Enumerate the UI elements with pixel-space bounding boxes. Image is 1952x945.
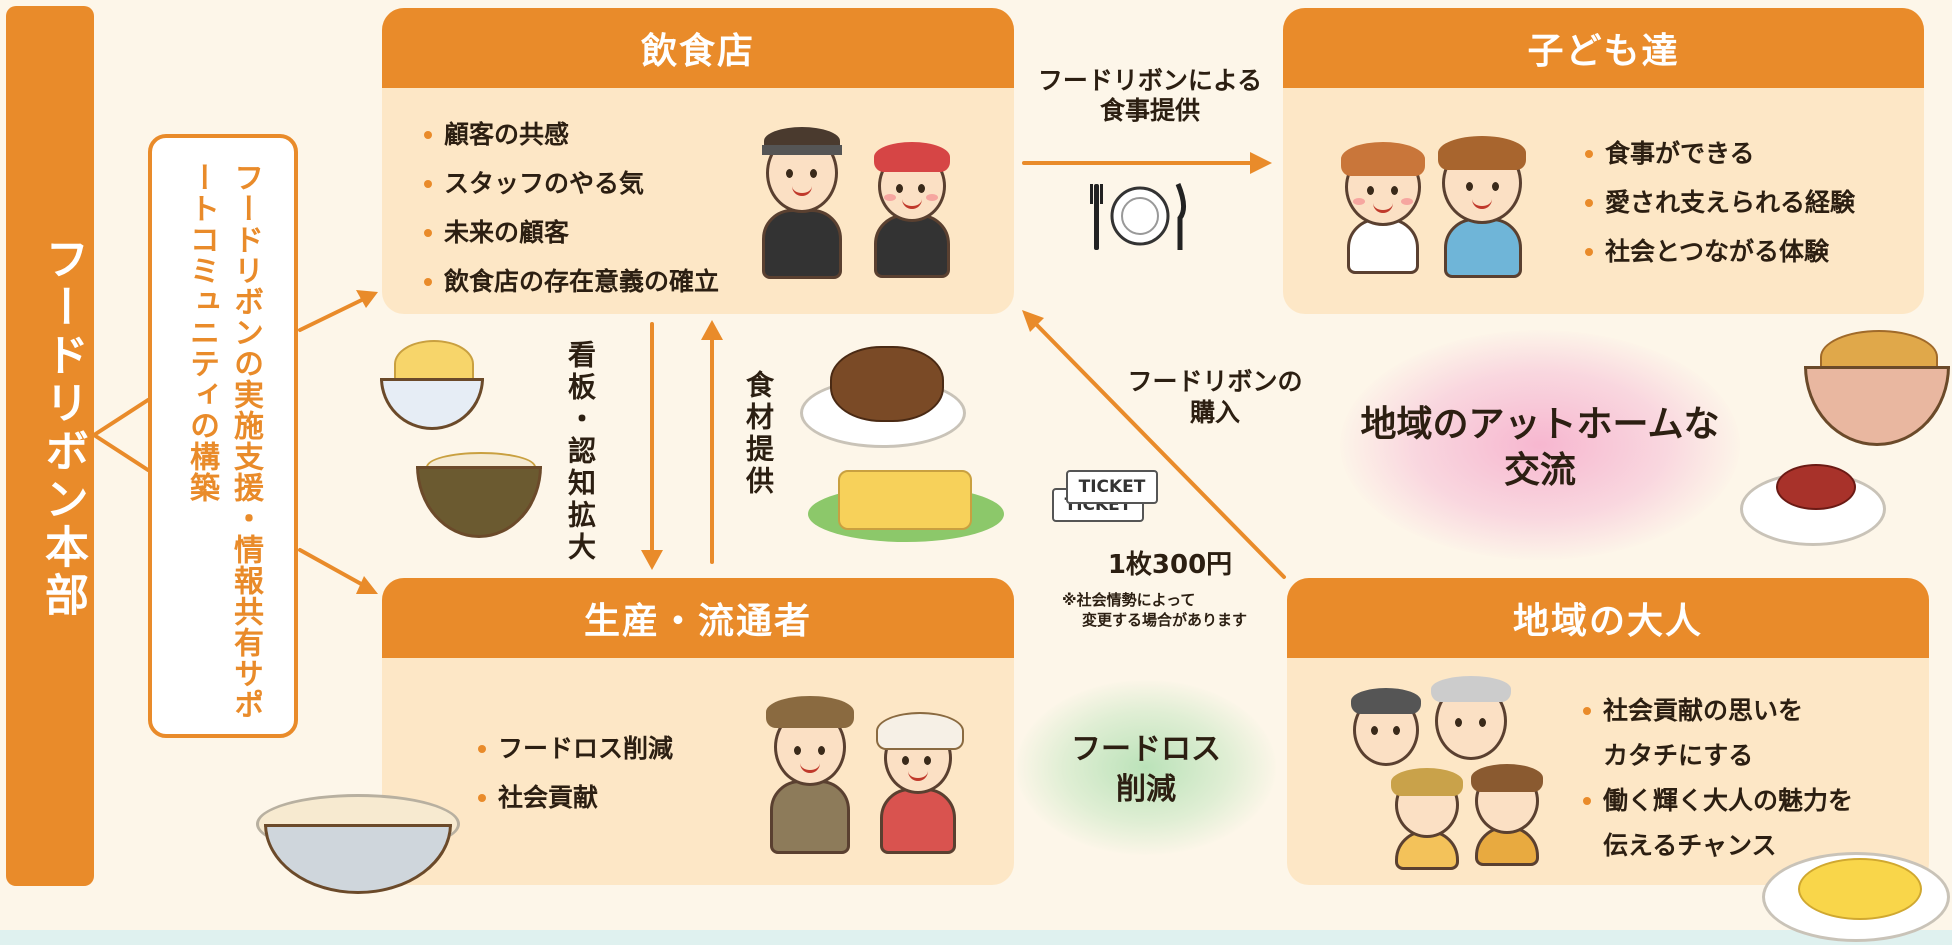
meal-provision-label-line1: フードリボンによる <box>1037 66 1263 95</box>
support-to-producers-arrow <box>298 548 374 592</box>
adults-list: 社会貢献の思いを カタチにする 働く輝く大人の魅力を 伝えるチャンス <box>1583 688 1853 868</box>
ticket-note-line1: ※社会情勢によって <box>1062 591 1196 609</box>
rice-bowl-illustration <box>380 340 484 432</box>
support-community-label: フードリボンの実施支援・情報共有サポートコミュニティの構築 <box>184 162 263 720</box>
children-list: 食事ができる 愛され支えられる経験 社会とつながる体験 <box>1585 129 1855 276</box>
arrowhead-signboard <box>641 550 663 570</box>
restaurant-staff-man-illustration <box>752 123 852 283</box>
list-item: 伝えるチャンス <box>1603 831 1777 860</box>
ticket-note: ※社会情勢によって 変更する場合があります <box>1062 590 1278 630</box>
ingredients-label: 食材提供 <box>742 370 775 498</box>
meal-provision-label: フードリボンによる 食事提供 <box>1020 66 1280 126</box>
adult-woman-2-illustration <box>1467 764 1547 874</box>
producers-list: フードロス削減 社会貢献 <box>478 724 673 822</box>
producers-panel: 生産・流通者 フードロス削減 社会貢献 <box>382 578 1014 885</box>
tamagoyaki-illustration <box>808 460 1004 544</box>
nikujaga-bowl-illustration <box>1804 330 1950 448</box>
noodle-bowl-illustration <box>416 440 542 540</box>
children-panel: 子ども達 食事ができる 愛され支えられる経験 社会とつながる体験 <box>1283 8 1924 314</box>
community-exchange-line1: 地域のアットホームな <box>1360 404 1720 445</box>
children-title: 子ども達 <box>1283 8 1924 88</box>
headquarters-bar: フードリボン本部 <box>6 6 94 886</box>
purchase-label: フードリボンの 購入 <box>1100 366 1330 428</box>
adult-woman-illustration <box>1387 768 1467 878</box>
cutlery-icon <box>1090 183 1186 250</box>
support-to-restaurant-arrow <box>298 293 374 332</box>
ticket-text: TICKET <box>1078 477 1146 497</box>
arrowhead-producers <box>356 576 378 594</box>
headquarters-label: フードリボン本部 <box>37 236 88 620</box>
spaghetti-plate-illustration <box>1740 452 1886 548</box>
list-item: 顧客の共感 <box>424 110 719 159</box>
list-item: 社会貢献の思いを <box>1583 688 1853 733</box>
list-item: 飲食店の存在意義の確立 <box>424 257 719 306</box>
food-loss-line1: フードロス <box>1071 732 1221 767</box>
adult-elder-illustration <box>1427 674 1517 784</box>
bottom-band <box>0 930 1952 945</box>
karaage-plate-illustration <box>800 340 966 450</box>
arrowhead-restaurant <box>356 290 378 308</box>
adult-man-glasses-illustration <box>1347 688 1427 788</box>
arrowhead-ingredients <box>701 320 723 340</box>
ticket-icon: TICKET <box>1066 470 1158 504</box>
arrowhead-meal <box>1250 152 1272 174</box>
producers-title: 生産・流通者 <box>382 578 1014 658</box>
hq-branch-line <box>92 398 150 472</box>
list-item: 社会とつながる体験 <box>1585 227 1855 276</box>
omurice-plate-illustration <box>1762 836 1950 942</box>
stew-dish-illustration <box>256 784 460 898</box>
food-loss-glow <box>1016 680 1276 855</box>
restaurant-staff-woman-illustration <box>862 138 962 288</box>
arrowhead-purchase <box>1022 310 1044 332</box>
list-item: スタッフのやる気 <box>424 159 719 208</box>
list-item: 未来の顧客 <box>424 208 719 257</box>
ticket-price: 1枚300円 <box>1107 550 1233 580</box>
food-loss-label: フードロス 削減 <box>1036 730 1256 810</box>
community-exchange-glow <box>1340 330 1740 560</box>
list-item: 愛され支えられる経験 <box>1585 178 1855 227</box>
purchase-label-line1: フードリボンの <box>1127 367 1303 396</box>
farmer-woman-illustration <box>868 708 968 858</box>
list-item: 社会貢献 <box>478 773 673 822</box>
list-item: カタチにする <box>1603 741 1754 770</box>
support-community-box: フードリボンの実施支援・情報共有サポートコミュニティの構築 <box>148 134 298 738</box>
adults-title: 地域の大人 <box>1287 578 1929 658</box>
purchase-arrow <box>1028 316 1286 579</box>
food-loss-line2: 削減 <box>1116 772 1176 807</box>
community-exchange-line2: 交流 <box>1503 450 1576 491</box>
ticket-note-line2: 変更する場合があります <box>1082 611 1248 629</box>
child-boy-illustration <box>1428 132 1538 282</box>
adults-panel: 地域の大人 社会貢献の思いを カタチにする 働く輝く大人の魅力を 伝えるチャンス <box>1287 578 1929 885</box>
list-item: 食事ができる <box>1585 129 1855 178</box>
child-girl-illustration <box>1333 138 1433 278</box>
signboard-label: 看板・認知拡大 <box>564 340 597 564</box>
restaurant-title: 飲食店 <box>382 8 1014 88</box>
restaurant-panel: 飲食店 顧客の共感 スタッフのやる気 未来の顧客 飲食店の存在意義の確立 <box>382 8 1014 314</box>
list-item: フードロス削減 <box>478 724 673 773</box>
purchase-label-line2: 購入 <box>1189 398 1240 427</box>
meal-provision-label-line2: 食事提供 <box>1099 96 1200 125</box>
restaurant-list: 顧客の共感 スタッフのやる気 未来の顧客 飲食店の存在意義の確立 <box>424 110 719 306</box>
list-item: 働く輝く大人の魅力を <box>1583 778 1853 823</box>
community-exchange-label: 地域のアットホームな 交流 <box>1330 402 1750 494</box>
farmer-man-illustration <box>760 688 860 858</box>
